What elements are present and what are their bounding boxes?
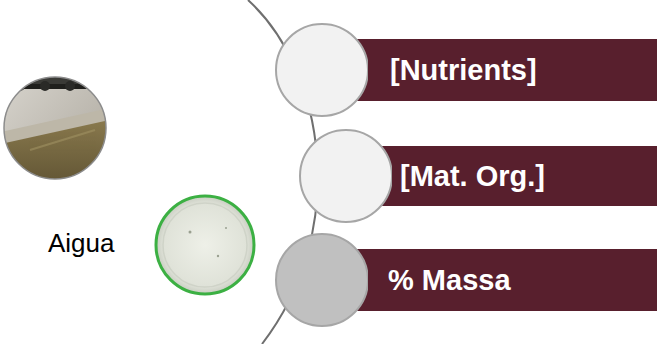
marker-circle: [300, 130, 392, 222]
label-band: [Mat. Org.]: [392, 146, 657, 206]
petri-dish: [156, 196, 254, 294]
label-band: % Massa: [368, 249, 657, 311]
band-label: [Mat. Org.]: [400, 160, 545, 193]
band-label: % Massa: [388, 264, 511, 297]
marker-circle: [276, 234, 368, 326]
label-band: [Nutrients]: [368, 39, 657, 101]
channel-photo: [0, 70, 110, 190]
photo-label: Aigua: [48, 228, 115, 259]
marker-circle: [276, 24, 368, 116]
band-label: [Nutrients]: [390, 54, 537, 87]
